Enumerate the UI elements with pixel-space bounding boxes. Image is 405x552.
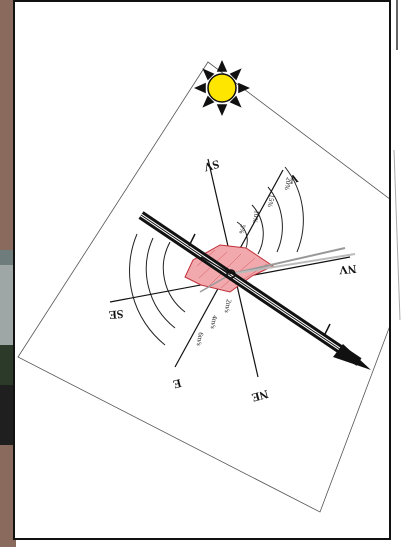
photo-frame: V SV NV SE E NE 20% 15% 10% 5% 2m/s 4m/s… [13, 0, 391, 540]
sheet-outline [18, 62, 389, 512]
label-nv: NV [338, 262, 357, 277]
sun-icon [196, 62, 248, 114]
wind-rose-sheet: V SV NV SE E NE 20% 15% 10% 5% 2m/s 4m/s… [15, 2, 389, 538]
label-se: SE [108, 307, 124, 322]
speed-label-5: 5% [237, 224, 247, 235]
background-page-edge [391, 0, 405, 547]
